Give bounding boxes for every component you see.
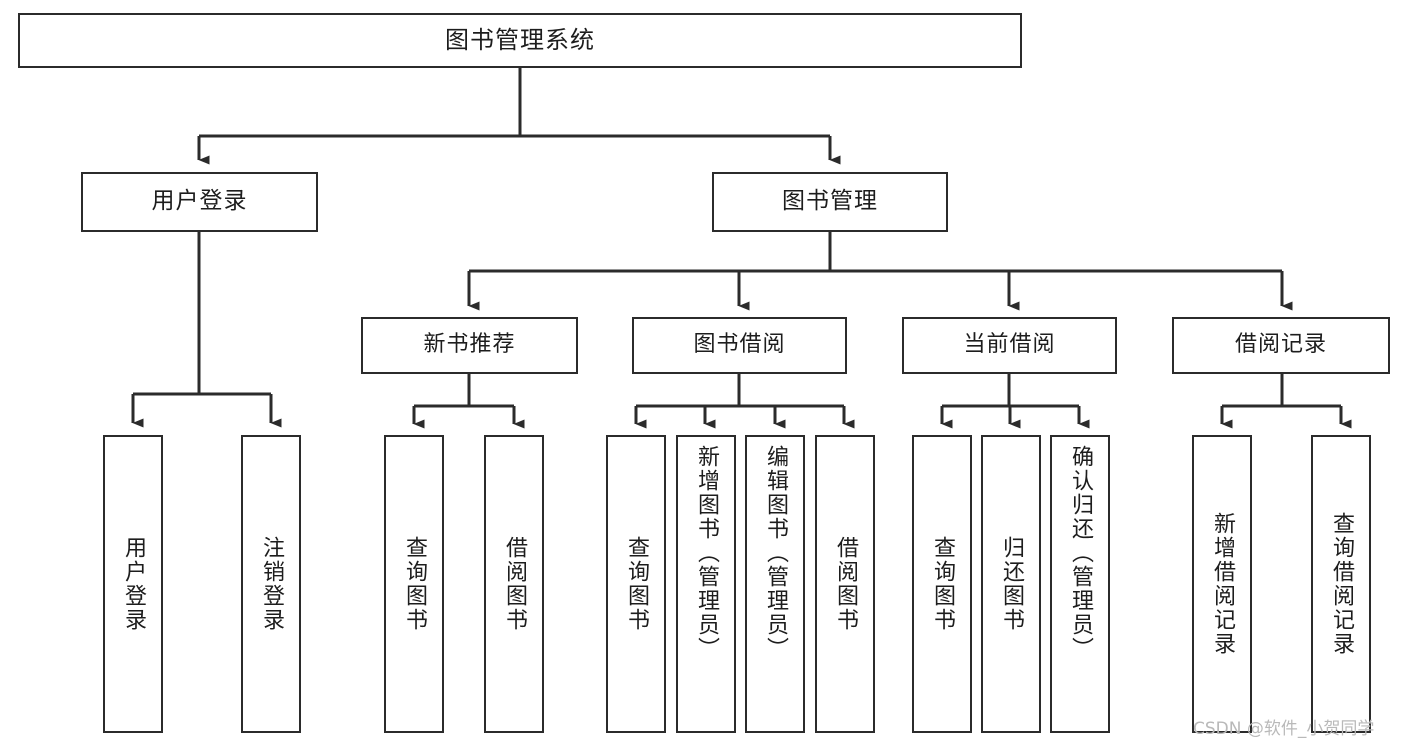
csdn-watermark: CSDN @软件_小贺同学: [1193, 719, 1375, 739]
node-label: 注销登录: [258, 536, 284, 632]
node-label: 图书管理系统: [445, 26, 595, 55]
node-label: 新书推荐: [423, 332, 516, 358]
node-label: 查询图书: [929, 536, 955, 632]
leaf-user-login-signin[interactable]: 用户登录: [103, 435, 163, 733]
node-book-borrow[interactable]: 图书借阅: [632, 317, 847, 374]
node-label: 查询借阅记录: [1328, 512, 1354, 656]
node-book-management[interactable]: 图书管理: [712, 172, 948, 232]
node-user-login[interactable]: 用户登录: [81, 172, 318, 232]
node-label: 用户登录: [151, 188, 248, 215]
node-label: 图书借阅: [693, 332, 786, 358]
leaf-borrow-query-book[interactable]: 查询图书: [606, 435, 666, 733]
leaf-current-return-book[interactable]: 归还图书: [981, 435, 1041, 733]
node-label: 查询图书: [623, 536, 649, 632]
leaf-record-query-record[interactable]: 查询借阅记录: [1311, 435, 1371, 733]
node-borrow-record[interactable]: 借阅记录: [1172, 317, 1390, 374]
leaf-current-query-book[interactable]: 查询图书: [912, 435, 972, 733]
leaf-borrow-add-book-admin[interactable]: 新增图书（管理员）: [676, 435, 736, 733]
node-label: 新增图书（管理员）: [693, 445, 719, 661]
node-label: 编辑图书（管理员）: [762, 445, 788, 661]
node-root-system[interactable]: 图书管理系统: [18, 13, 1022, 68]
node-label: 借阅图书: [832, 536, 858, 632]
node-label: 归还图书: [998, 536, 1024, 632]
node-new-book-recommend[interactable]: 新书推荐: [361, 317, 578, 374]
node-label: 确认归还（管理员）: [1067, 445, 1093, 661]
leaf-borrow-borrow-book[interactable]: 借阅图书: [815, 435, 875, 733]
leaf-recommend-borrow-book[interactable]: 借阅图书: [484, 435, 544, 733]
node-label: 新增借阅记录: [1209, 512, 1235, 656]
node-label: 图书管理: [782, 188, 878, 215]
node-label: 用户登录: [120, 536, 146, 632]
leaf-borrow-edit-book-admin[interactable]: 编辑图书（管理员）: [745, 435, 805, 733]
node-label: 当前借阅: [963, 332, 1056, 358]
leaf-record-add-record[interactable]: 新增借阅记录: [1192, 435, 1252, 733]
node-label: 借阅记录: [1234, 332, 1327, 358]
leaf-recommend-query-book[interactable]: 查询图书: [384, 435, 444, 733]
leaf-current-confirm-return-admin[interactable]: 确认归还（管理员）: [1050, 435, 1110, 733]
node-label: 查询图书: [401, 536, 427, 632]
node-current-borrow[interactable]: 当前借阅: [902, 317, 1117, 374]
node-label: 借阅图书: [501, 536, 527, 632]
leaf-user-login-signout[interactable]: 注销登录: [241, 435, 301, 733]
